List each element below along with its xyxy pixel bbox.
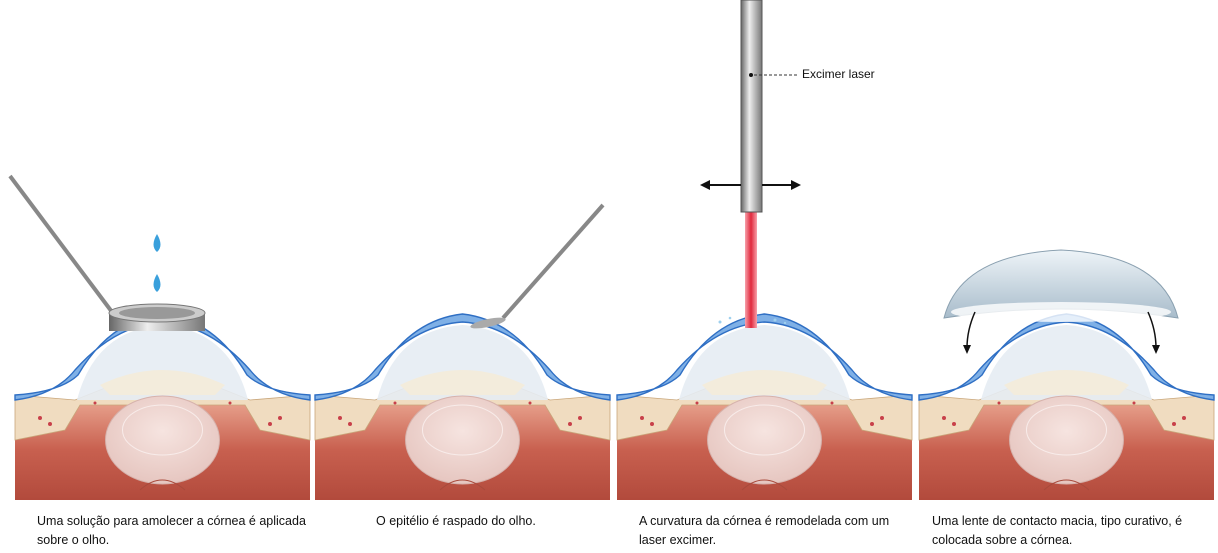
eye-cross-section-1: [14, 313, 311, 501]
caption-step-4: Uma lente de contacto macia, tipo curati…: [932, 514, 1183, 547]
excimer-laser-icon: [740, 0, 763, 213]
excimer-laser-label: Excimer laser: [802, 67, 875, 81]
eye-cross-section-4: [918, 313, 1215, 501]
caption-step-1: Uma solução para amolecer a córnea é apl…: [37, 514, 306, 547]
drop-icon: [153, 274, 161, 292]
eye-cross-section-3: [616, 313, 913, 501]
caption-step-2: O epitélio é raspado do olho.: [376, 514, 536, 528]
drop-icon: [153, 234, 161, 252]
spatula-icon: [501, 203, 605, 320]
move-arrows-icon: [700, 180, 801, 190]
forceps-icon: [8, 174, 114, 314]
eye-cross-section-2: [314, 313, 611, 501]
caption-step-3: A curvatura da córnea é remodelada com u…: [639, 514, 890, 547]
placement-arrows-icon: [966, 311, 1157, 349]
laser-beam: [745, 212, 757, 328]
